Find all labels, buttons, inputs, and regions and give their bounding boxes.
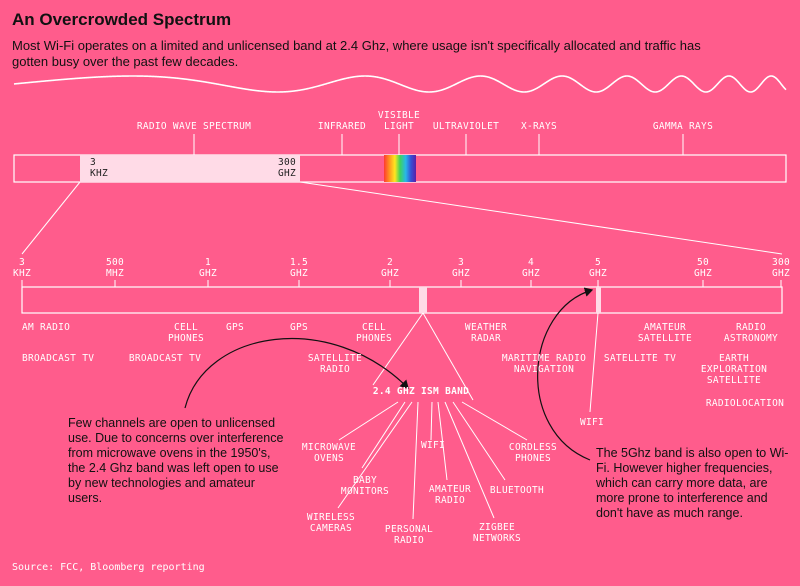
radio-astronomy-label: RADIO ASTRONOMY (723, 322, 779, 344)
gps-label: GPS (225, 322, 245, 333)
tick-label: 5 GHZ (588, 257, 608, 279)
range-start-label: 3 KHZ (90, 157, 109, 179)
5ghz-note-arrow (537, 287, 594, 461)
broadcast-tv-label: BROADCAST TV (22, 353, 95, 364)
tick-label: 3 KHZ (12, 257, 32, 279)
maritime-radio-label: MARITIME RADIO NAVIGATION (501, 353, 587, 375)
ism-amateur-radio-label: AMATEUR RADIO (428, 484, 472, 506)
ism-baby-monitors-label: BABY MONITORS (340, 475, 390, 497)
cell-phones-label: CELL PHONES (167, 322, 205, 344)
ism-personal-radio-label: PERSONAL RADIO (384, 524, 434, 546)
am-radio-label: AM RADIO (22, 322, 71, 333)
radio-wave-spectrum-label: RADIO WAVE SPECTRUM (136, 121, 252, 132)
gps-label-2: GPS (289, 322, 309, 333)
tick-label: 1 GHZ (198, 257, 218, 279)
ism-note-arrow (184, 337, 409, 409)
weather-radar-label: WEATHER RADAR (464, 322, 508, 344)
satellite-tv-label: SATELLITE TV (603, 353, 677, 364)
wave-illustration (13, 75, 787, 93)
tick-label: 500 MHZ (105, 257, 125, 279)
5ghz-band-note: The 5Ghz band is also open to Wi-Fi. How… (596, 446, 789, 520)
tick-label: 2 GHZ (380, 257, 400, 279)
tick-label: 4 GHZ (521, 257, 541, 279)
ism-bluetooth-label: BLUETOOTH (489, 485, 545, 496)
earth-exploration-label: EARTH EXPLORATION SATELLITE (700, 353, 768, 386)
wifi-5ghz-label: WIFI (579, 417, 605, 428)
amateur-satellite-label: AMATEUR SATELLITE (637, 322, 693, 344)
source-note: Source: FCC, Bloomberg reporting (12, 562, 205, 573)
ism-zigbee-networks-label: ZIGBEE NETWORKS (472, 522, 522, 544)
tick-label: 300 GHZ (771, 257, 791, 279)
radio-spectrum-bar (21, 286, 783, 314)
wifi-5ghz-marker (596, 287, 601, 313)
x-rays-label: X-RAYS (520, 121, 558, 132)
tick-label: 3 GHZ (451, 257, 471, 279)
broadcast-tv-label-2: BROADCAST TV (128, 353, 202, 364)
ism-microwave-ovens-label: MICROWAVE OVENS (301, 442, 357, 464)
chart-subtitle: Most Wi-Fi operates on a limited and unl… (12, 38, 701, 69)
ism-wireless-cameras-label: WIRELESS CAMERAS (306, 512, 356, 534)
range-end-label: 300 GHZ (277, 157, 296, 179)
satellite-radio-label: SATELLITE RADIO (307, 353, 363, 375)
tick-label: 50 GHZ (693, 257, 713, 279)
cell-phones-label-2: CELL PHONES (355, 322, 393, 344)
ism-cordless-phones-label: CORDLESS PHONES (508, 442, 558, 464)
infrared-label: INFRARED (317, 121, 367, 132)
visible-light-label: VISIBLE LIGHT (377, 110, 421, 132)
ism-band-note: Few channels are open to unlicensed use.… (68, 416, 284, 505)
tick-label: 1.5 GHZ (289, 257, 309, 279)
ism-wifi-label: WIFI (420, 440, 446, 451)
chart-title: An Overcrowded Spectrum (12, 10, 232, 29)
radio-range-highlight (80, 155, 300, 182)
radiolocation-label: RADIOLOCATION (705, 398, 785, 409)
visible-light-band (384, 155, 416, 182)
ism-band-marker (419, 287, 427, 313)
gamma-rays-label: GAMMA RAYS (652, 121, 714, 132)
ism-band-title: 2.4 GHZ ISM BAND (372, 386, 470, 397)
ultraviolet-label: ULTRAVIOLET (432, 121, 500, 132)
